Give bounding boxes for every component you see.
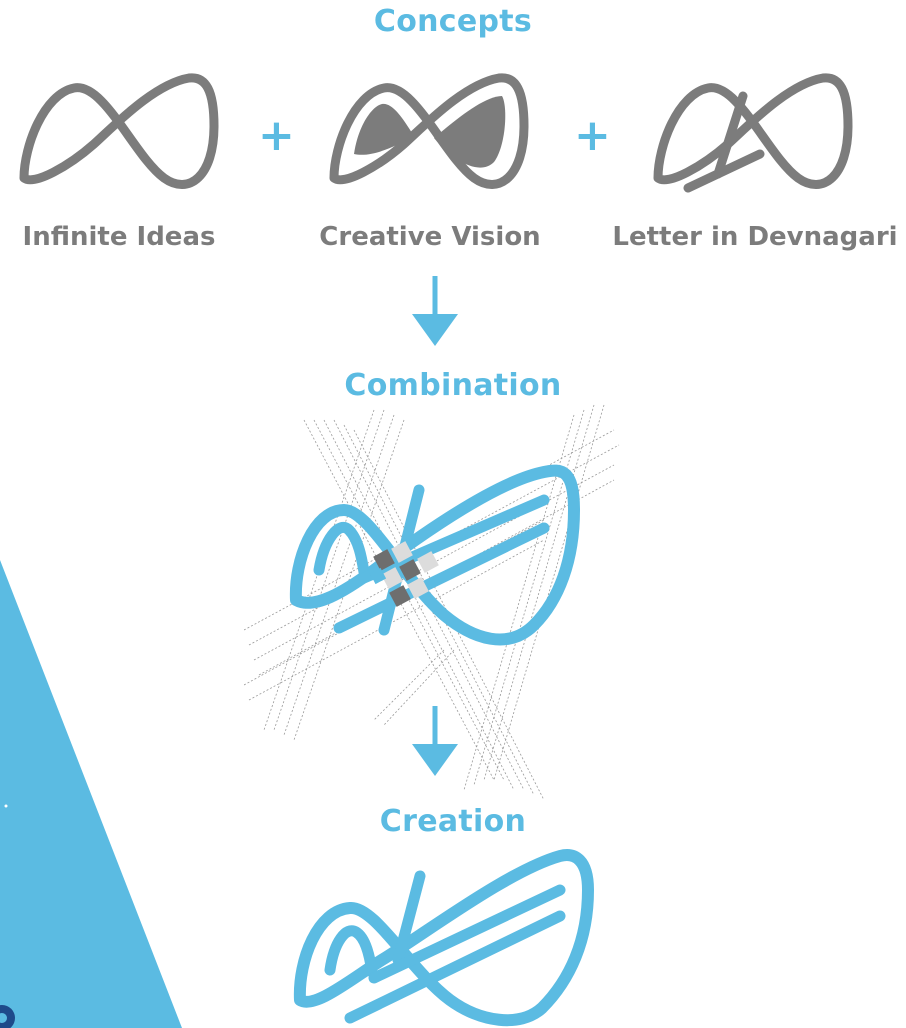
caption-letter-devnagari: Letter in Devnagari bbox=[612, 222, 898, 252]
infinity-icon bbox=[19, 73, 219, 189]
final-logo bbox=[293, 849, 594, 1027]
plus-sign-2: + bbox=[574, 110, 611, 161]
creation-heading: Creation bbox=[379, 804, 527, 839]
plus-sign-1: + bbox=[258, 110, 295, 161]
eye-infinity-icon bbox=[329, 73, 529, 189]
down-arrow-icon bbox=[412, 276, 458, 346]
caption-infinite-ideas: Infinite Ideas bbox=[22, 222, 216, 252]
construction-grid-logo bbox=[244, 404, 620, 801]
devnagari-infinity-icon bbox=[653, 73, 853, 193]
combination-heading: Combination bbox=[344, 368, 562, 403]
concepts-heading: Concepts bbox=[373, 4, 533, 39]
caption-creative-vision: Creative Vision bbox=[319, 222, 541, 252]
down-arrow-icon bbox=[412, 706, 458, 776]
